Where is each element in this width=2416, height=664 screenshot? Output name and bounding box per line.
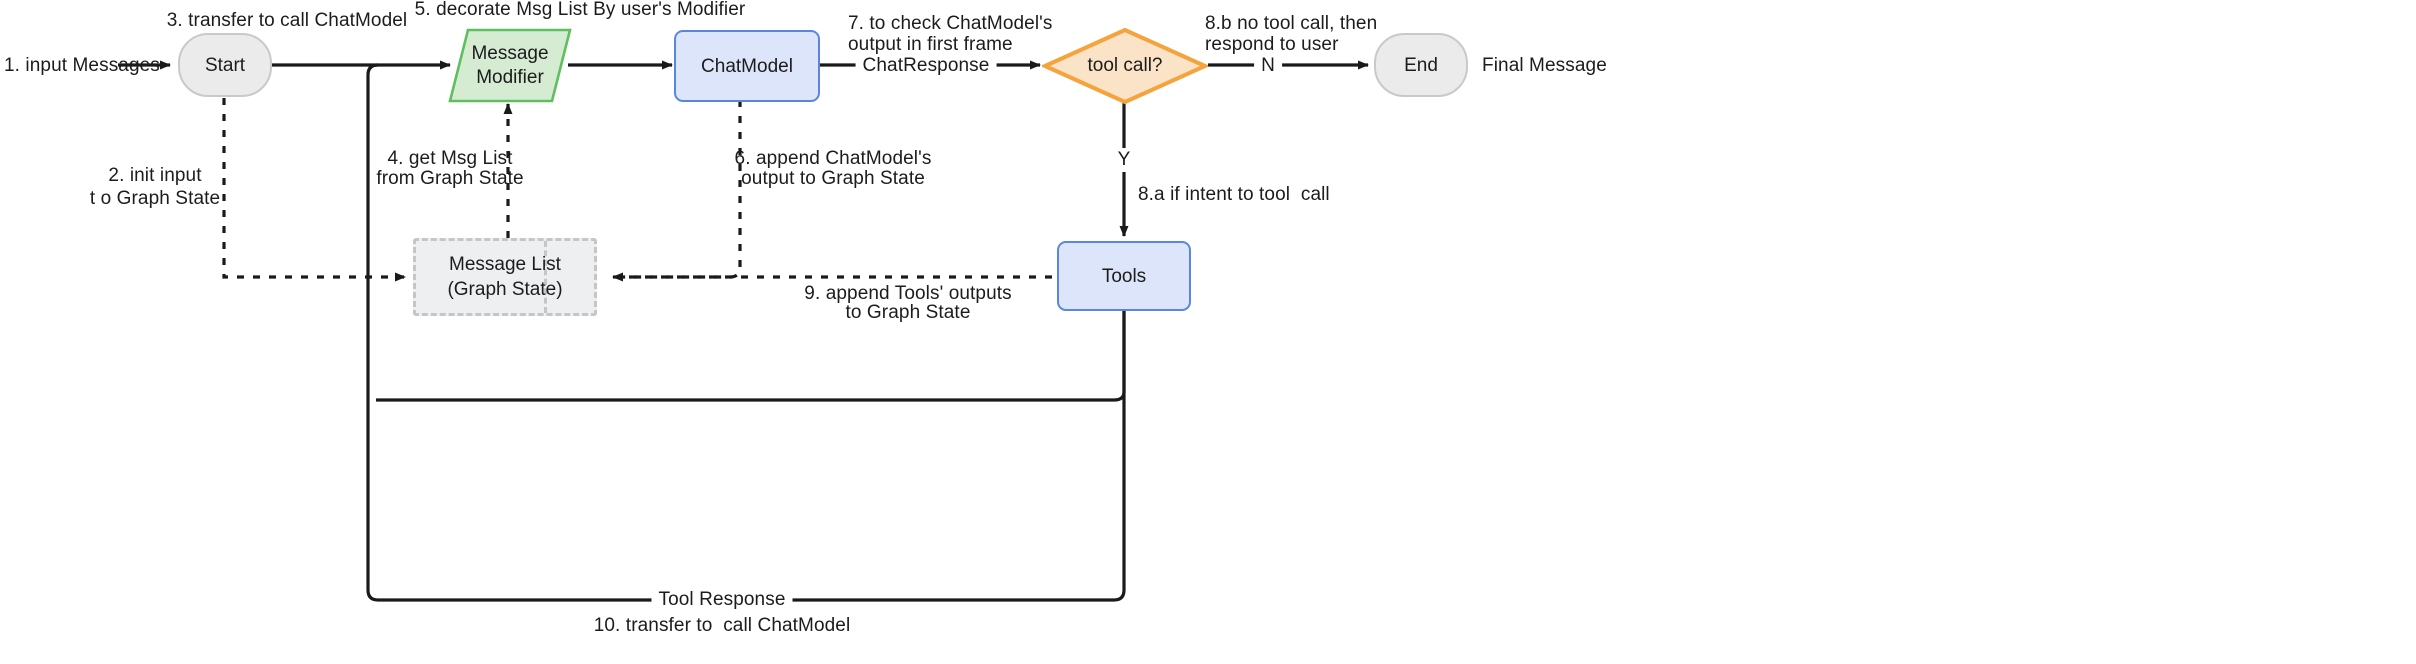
node-message-list-label-line2: (Graph State) [447,279,563,300]
label-transfer-to-call-chatmodel: 3. transfer to call ChatModel [166,10,408,31]
label-chat-response: ChatResponse [855,54,997,78]
label-init-input-line2: t o Graph State [89,188,221,209]
node-start-label: Start [204,54,246,76]
label-decorate-msg-list: 5. decorate Msg List By user's Modifier [414,0,746,20]
label-check-output-line1: 7. to check ChatModel's [848,13,1053,34]
node-tool-call-decision[interactable]: tool call? [1042,27,1208,105]
label-append-chatmodel-line2: output to Graph State [741,168,925,189]
label-check-output-line2: output in first frame [848,34,1013,55]
label-append-chatmodel-line1: 6. append ChatModel's [734,148,932,169]
node-tool-call-label: tool call? [1087,55,1163,76]
node-chat-model-label: ChatModel [701,55,793,77]
node-message-modifier-label-line1: Message [471,42,549,64]
node-tools[interactable]: Tools [1057,241,1191,311]
label-branch-yes: Y [1110,148,1138,172]
label-get-msg-list-line2: from Graph State [376,168,524,189]
parallelogram-shape [448,28,572,103]
edge-tools-return-bottom [376,311,1126,402]
diamond-shape [1042,27,1208,105]
node-message-list-label-line1: Message List [449,254,561,275]
label-append-tools-line2: to Graph State [845,302,971,323]
label-if-intent-to-tool-call: 8.a if intent to tool call [1138,184,1330,205]
store-divider [544,241,547,313]
node-end[interactable]: End [1374,33,1468,97]
label-final-message: Final Message [1482,55,1607,76]
label-tool-response: Tool Response [651,588,793,612]
label-transfer-back: 10. transfer to call ChatModel [593,615,851,636]
node-chat-model[interactable]: ChatModel [674,30,820,102]
edge-chatmodel-to-messagelist [612,100,742,282]
node-end-label: End [1404,54,1438,76]
node-start[interactable]: Start [178,33,272,97]
label-append-tools-line1: 9. append Tools' outputs [804,283,1012,304]
label-init-input-line1: 2. init input [108,165,202,186]
label-input-messages: 1. input Messages [4,55,160,76]
node-message-list-store[interactable]: Message List (Graph State) [413,238,597,316]
node-message-modifier-label-line2: Modifier [476,66,544,88]
label-no-tool-call-line1: 8.b no tool call, then [1205,13,1378,34]
node-tools-label: Tools [1101,265,1147,287]
label-no-tool-call-line2: respond to user [1205,34,1339,55]
label-branch-no: N [1254,54,1282,78]
label-get-msg-list-line1: 4. get Msg List [387,148,513,169]
node-message-modifier[interactable]: Message Modifier [448,28,572,103]
edge-feedback-loop [366,63,1126,602]
